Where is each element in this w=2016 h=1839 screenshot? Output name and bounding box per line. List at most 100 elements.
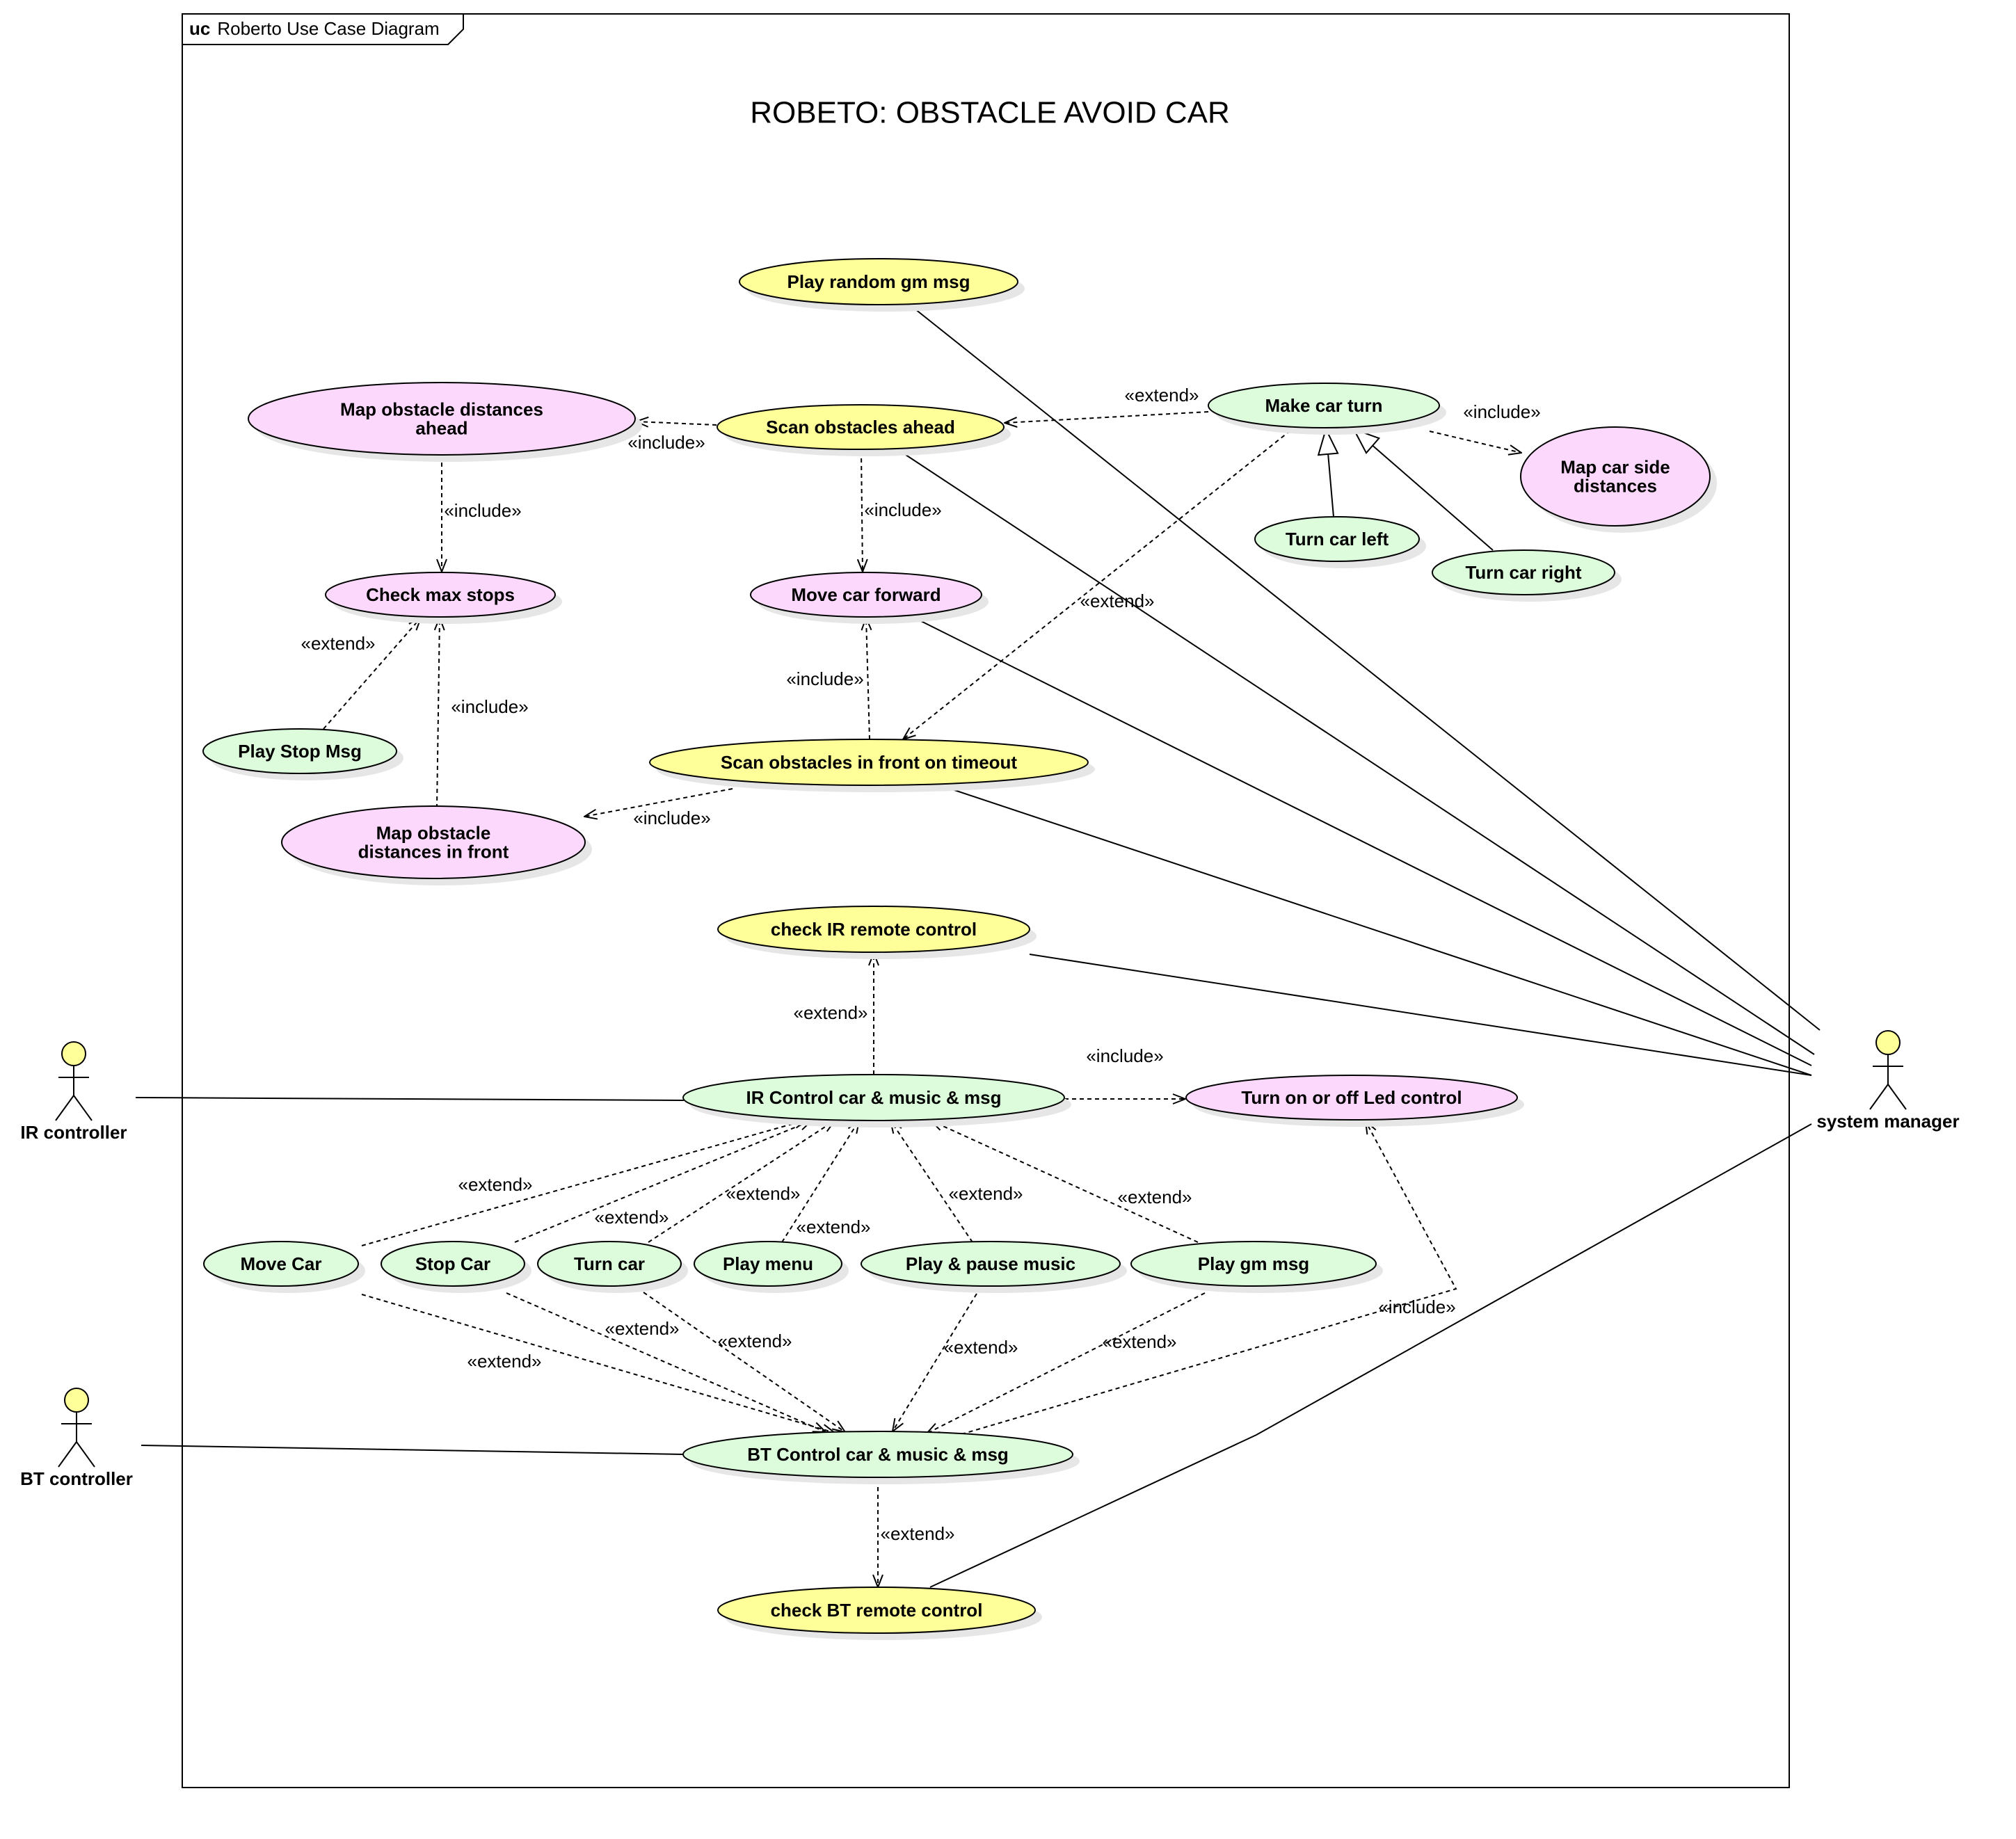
extend-play_pause-to-ir_control (890, 1121, 973, 1243)
use-case-ellipse (717, 404, 1005, 450)
extend-label: «extend» (1118, 1187, 1192, 1207)
include-map_front-to-check_max (437, 618, 440, 809)
actor-stick-figure-icon (58, 1388, 95, 1468)
include-label: «include» (633, 808, 710, 828)
use-case-make-turn[interactable]: Make car turn (1208, 383, 1446, 435)
use-case-led[interactable]: Turn on or off Led control (1185, 1075, 1524, 1127)
system-frame: uc Roberto Use Case Diagram (182, 13, 1790, 1788)
include-label: «include» (627, 432, 705, 453)
include-scan_ahead-to-move_forward (861, 450, 863, 572)
use-case-ellipse (1520, 426, 1711, 527)
extend-move_car-to-ir_control (361, 1120, 807, 1246)
extend-make_turn-to-scan_timeout (903, 430, 1291, 739)
use-case-ellipse (1208, 383, 1440, 428)
use-case-bt-control[interactable]: BT Control car & music & msg (682, 1431, 1080, 1484)
extend-label: «extend» (1103, 1331, 1177, 1352)
use-case-scan-timeout[interactable]: Scan obstacles in front on timeout (649, 739, 1095, 792)
use-case-label: Scan obstacles in front on timeout (721, 752, 1017, 773)
association-sys-to-scan_ahead (899, 450, 1815, 1055)
use-case-label: Turn car right (1465, 562, 1581, 583)
use-case-ir-control[interactable]: IR Control car & music & msg (682, 1074, 1071, 1127)
include-label: «include» (786, 668, 863, 689)
use-case-label: check BT remote control (771, 1600, 983, 1621)
actor-sys[interactable]: system manager (1816, 1030, 1960, 1132)
use-case-label: Map car side (1560, 457, 1670, 478)
extend-label: «extend» (794, 1002, 868, 1023)
use-case-play-random[interactable]: Play random gm msg (739, 258, 1025, 312)
extend-turn_car-to-ir_control (648, 1121, 835, 1243)
extend-label: «extend» (301, 633, 376, 654)
use-case-ellipse (537, 1241, 682, 1287)
use-case-ellipse (1185, 1075, 1518, 1121)
extend-play_pause-to-bt_control (893, 1293, 977, 1431)
extend-label: «extend» (467, 1351, 542, 1372)
use-case-label: Turn car (574, 1253, 645, 1274)
use-case-ellipse (739, 258, 1018, 305)
use-case-label: Scan obstacles ahead (766, 417, 955, 437)
extend-label: «extend» (881, 1523, 955, 1544)
association-sys-to-move_forward (919, 620, 1812, 1066)
extend-label: «extend» (949, 1183, 1023, 1204)
use-case-scan-ahead[interactable]: Scan obstacles ahead (717, 404, 1011, 456)
association-ir-to-ir_control (135, 1097, 685, 1101)
extend-play_stop-to-check_max (323, 618, 421, 730)
actor-label: IR controller (20, 1122, 127, 1143)
extend-play_gm-to-bt_control (927, 1292, 1206, 1434)
use-case-turn-left[interactable]: Turn car left (1254, 516, 1426, 568)
use-case-label: check IR remote control (771, 919, 977, 940)
use-case-label: Turn car left (1286, 529, 1389, 549)
use-case-play-menu[interactable]: Play menu (694, 1241, 849, 1293)
include-label: «include» (864, 499, 941, 520)
use-case-label: Turn on or off Led control (1241, 1087, 1462, 1108)
use-case-move-forward[interactable]: Move car forward (750, 572, 989, 624)
include-make_turn-to-map_side (1429, 431, 1521, 453)
use-case-label: Play & pause music (906, 1253, 1075, 1274)
include-label: «include» (451, 696, 528, 717)
use-case-play-gm[interactable]: Play gm msg (1130, 1241, 1383, 1293)
include-label: «include» (1378, 1296, 1455, 1317)
relationships: «include» «include» «extend» «include» «incl… (135, 305, 1821, 1588)
use-case-ellipse (694, 1241, 842, 1287)
association-sys-to-check_bt (929, 1123, 1812, 1588)
association-sys-to-scan_timeout (950, 788, 1812, 1076)
frame-name: Roberto Use Case Diagram (217, 18, 439, 39)
include-bt_control-to-led (961, 1121, 1457, 1435)
use-case-ellipse (1130, 1241, 1377, 1287)
use-case-move-car[interactable]: Move Car (203, 1241, 365, 1293)
frame-keyword: uc (189, 18, 210, 39)
extend-play_menu-to-ir_control (781, 1121, 859, 1243)
use-case-check-ir[interactable]: check IR remote control (717, 906, 1037, 959)
actors: IR controller BT controller system manager (20, 1030, 1960, 1489)
use-case-ellipse (717, 1587, 1036, 1634)
generalization-turn_left-to-make_turn (1326, 429, 1334, 517)
use-case-ellipse (203, 1241, 359, 1287)
actor-bt[interactable]: BT controller (20, 1388, 133, 1489)
association-bt-to-bt_control (141, 1445, 685, 1455)
use-case-label: Map obstacle (376, 823, 491, 844)
use-case-stop-car[interactable]: Stop Car (381, 1241, 531, 1293)
use-case-turn-right[interactable]: Turn car right (1432, 549, 1622, 602)
use-case-ellipse (649, 739, 1089, 786)
use-case-ellipse (381, 1241, 525, 1287)
use-case-ellipse (248, 382, 636, 456)
extend-turn_car-to-bt_control (643, 1292, 845, 1432)
use-case-label: Stop Car (415, 1253, 490, 1274)
use-case-play-stop[interactable]: Play Stop Msg (202, 728, 403, 780)
use-case-label: BT Control car & music & msg (747, 1444, 1009, 1465)
use-case-play-pause[interactable]: Play & pause music (861, 1241, 1127, 1293)
extend-label: «extend» (458, 1174, 533, 1195)
use-case-turn-car[interactable]: Turn car (537, 1241, 688, 1293)
use-case-check-max[interactable]: Check max stops (325, 572, 562, 624)
use-case-label: Check max stops (366, 584, 515, 605)
include-label: «include» (444, 500, 521, 521)
extend-stop_car-to-bt_control (506, 1292, 826, 1432)
use-case-check-bt[interactable]: check BT remote control (717, 1587, 1042, 1640)
extend-label: «extend» (595, 1207, 669, 1228)
use-case-label: Move Car (240, 1253, 321, 1274)
use-case-ellipse (202, 728, 397, 774)
actor-ir[interactable]: IR controller (20, 1041, 127, 1143)
include-scan_timeout-to-map_front (584, 788, 733, 817)
